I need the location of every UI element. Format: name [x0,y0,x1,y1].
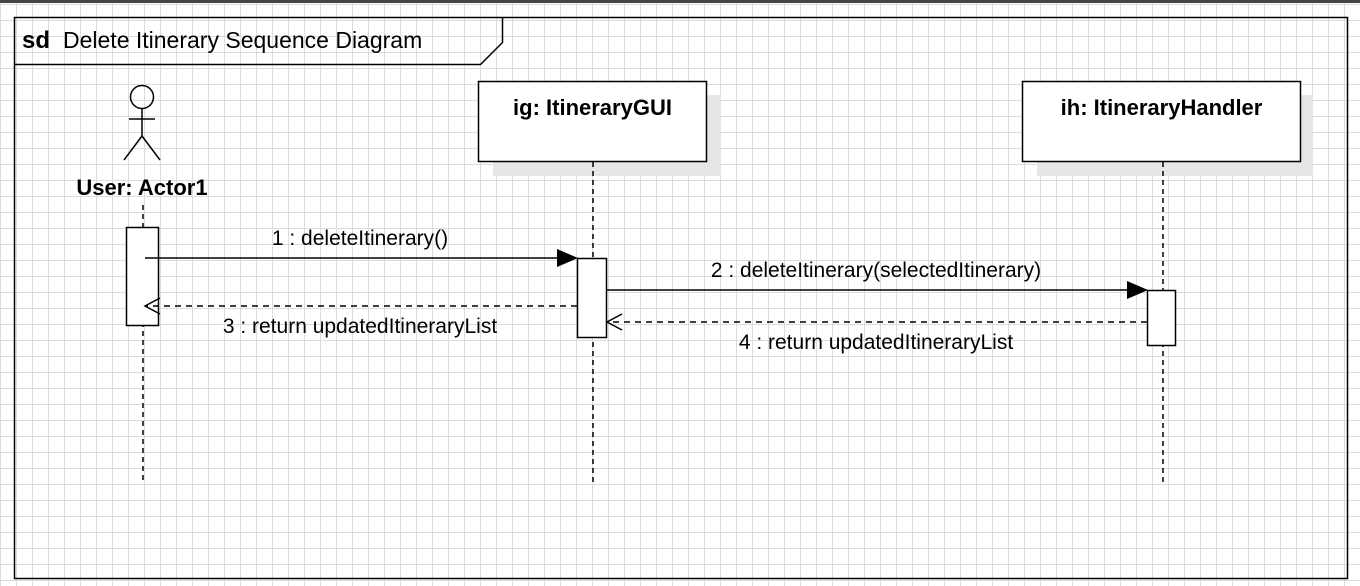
message-4-label: 4 : return updatedItineraryList [739,331,1013,354]
top-rule [0,0,1360,3]
actor-icon [123,84,161,161]
activation-bar-itinerary-handler [1146,289,1177,347]
object-label-itinerary-handler: ih: ItineraryHandler [1061,95,1263,120]
message-3-label: 3 : return updatedItineraryList [223,315,497,338]
message-2-arrowhead [1127,281,1148,299]
frame-title: Delete Itinerary Sequence Diagram [63,27,422,53]
object-box-itinerary-handler[interactable] [1021,80,1302,163]
actor-label: User: Actor1 [76,175,207,200]
message-1-label: 1 : deleteItinerary() [272,227,448,250]
message-2-label: 2 : deleteItinerary(selectedItinerary) [711,259,1041,282]
message-1-arrowhead [557,249,578,267]
message-3-arrowhead [143,297,161,315]
object-box-itinerary-gui[interactable] [477,80,708,163]
activation-bar-actor [125,226,160,327]
frame-keyword: sd [22,27,50,54]
diagram-frame [13,16,1349,580]
frame-name-tab [14,17,504,66]
object-label-itinerary-gui: ig: ItineraryGUI [513,95,672,120]
message-4-arrowhead [605,313,623,331]
activation-bar-itinerary-gui [576,257,608,339]
